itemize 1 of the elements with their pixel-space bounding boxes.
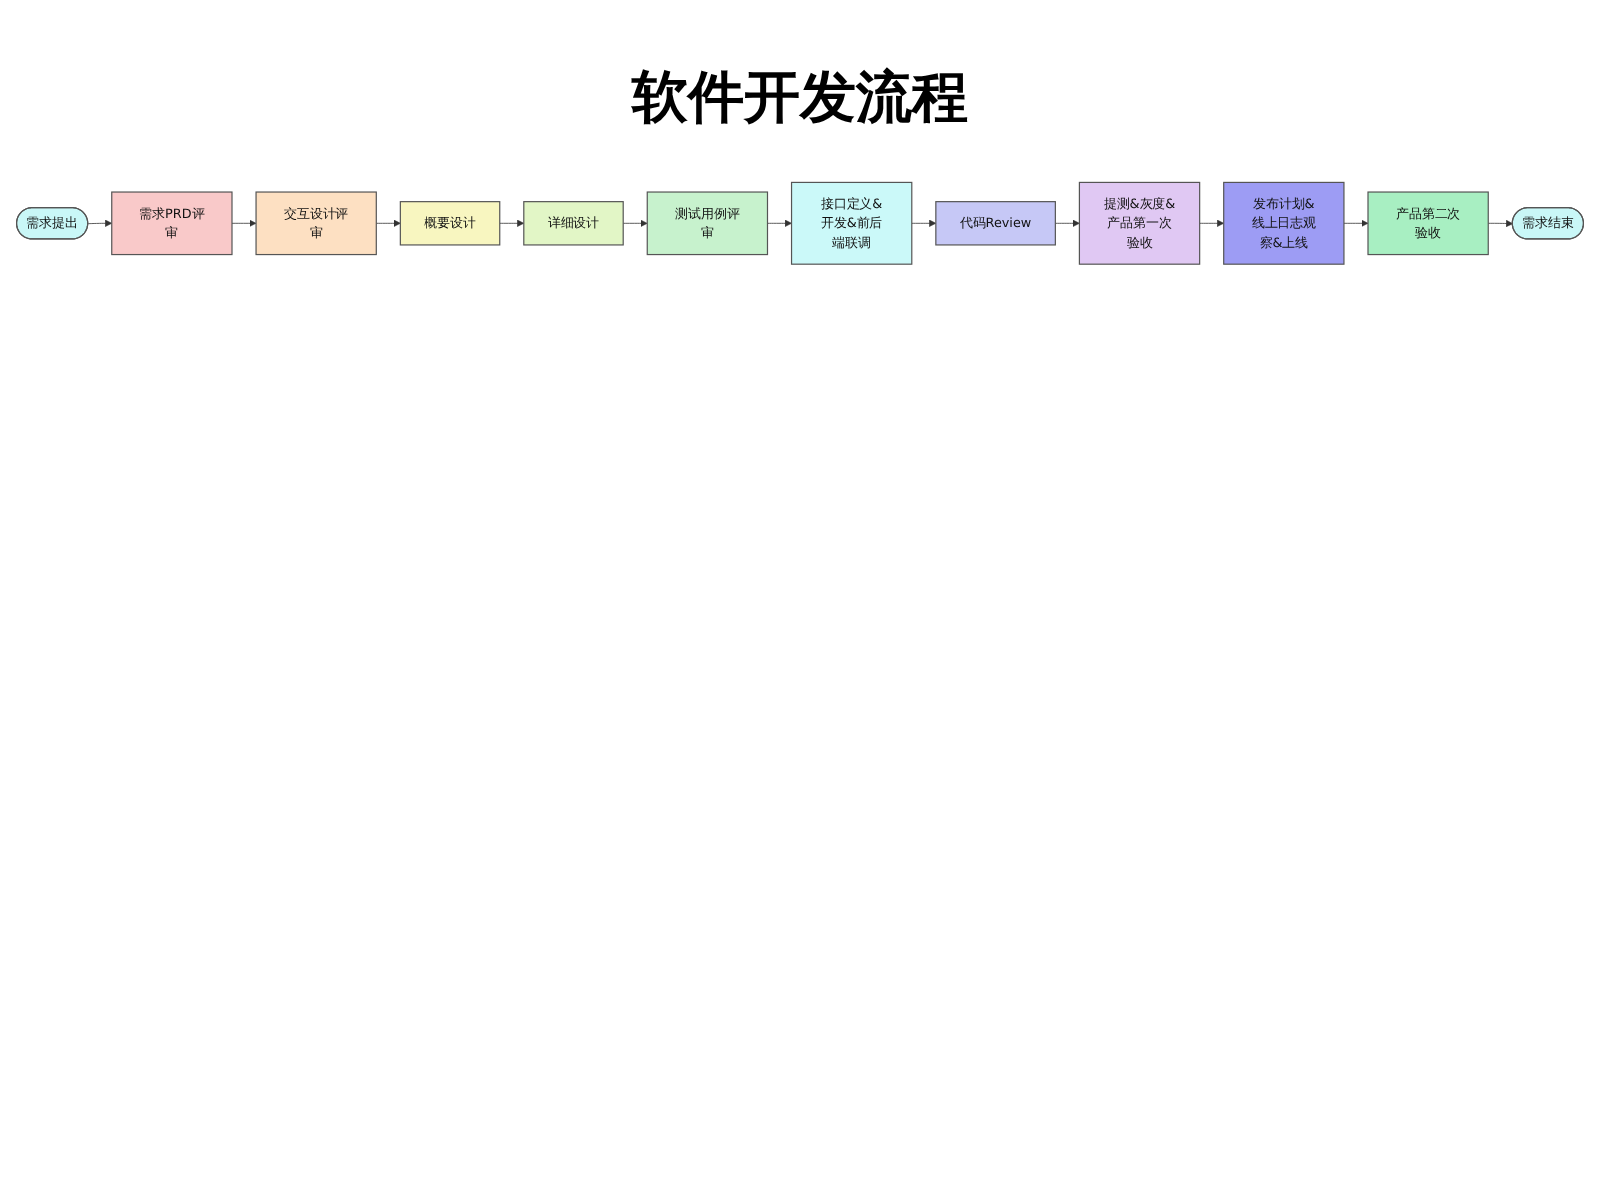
diagram-title: 软件开发流程 bbox=[629, 62, 970, 134]
